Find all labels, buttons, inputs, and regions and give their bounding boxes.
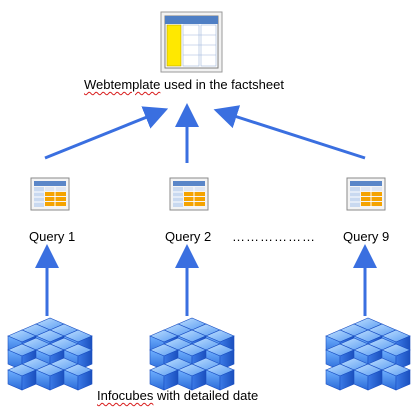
query2-icon — [169, 177, 209, 211]
query9-icon — [346, 177, 386, 211]
query2-label: Query 2 — [165, 229, 212, 244]
infocubes-label-word: Infocubes — [97, 388, 154, 403]
query1-icon — [30, 177, 70, 211]
webtemplate-label-rest: used in the factsheet — [160, 77, 284, 92]
query9-label: Query 9 — [343, 229, 390, 244]
arrow-query1-to-webtemplate — [44, 106, 169, 160]
ellipsis-label: ……………… — [232, 229, 316, 244]
arrow-query9-to-webtemplate — [213, 105, 366, 160]
infocube-icon-1 — [8, 318, 92, 390]
infocube-icon-2 — [150, 318, 234, 390]
webtemplate-label: Webtemplate used in the factsheet — [84, 77, 284, 93]
infocubes-label: Infocubes with detailed date — [97, 388, 258, 404]
webtemplate-label-word: Webtemplate — [84, 77, 161, 92]
webtemplate-icon — [160, 11, 223, 73]
query1-label: Query 1 — [29, 229, 76, 244]
infocubes-label-rest: with detailed date — [153, 388, 259, 403]
infocube-icon-3 — [326, 318, 410, 390]
